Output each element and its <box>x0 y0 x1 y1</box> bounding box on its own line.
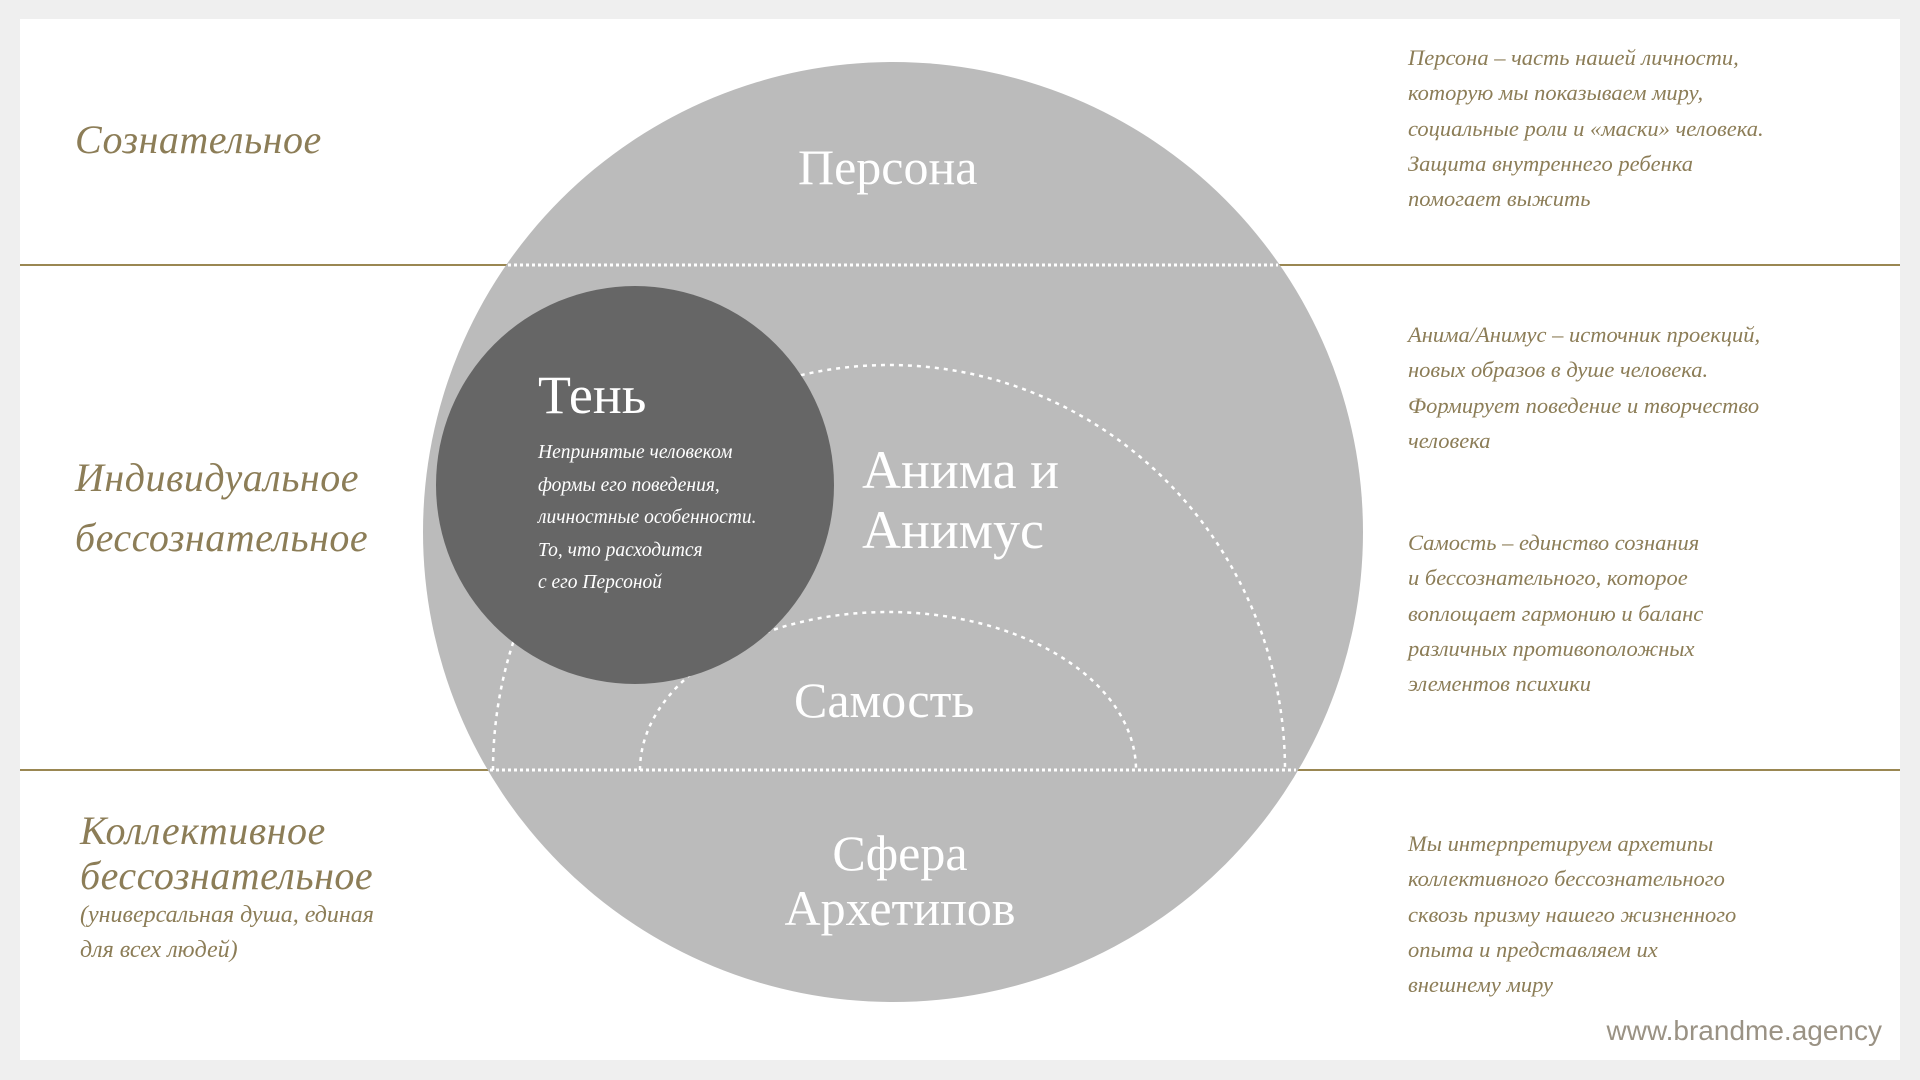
anima-description: Анима/Анимус – источник проекций, новых … <box>1408 317 1888 458</box>
shadow-title: Тень <box>538 365 647 425</box>
description-line: которую мы показываем миру, <box>1408 80 1704 106</box>
description-line: человека <box>1408 427 1491 453</box>
archetypes-label: Сфера Архетипов <box>775 826 1025 936</box>
level-collective-line-2: бессознательное <box>80 853 374 898</box>
description-line: Мы интерпретируем архетипы <box>1408 831 1714 856</box>
shadow-text-line: личностные особенности. <box>538 507 757 528</box>
level-individual-line-2: бессознательное <box>75 515 369 560</box>
archetypes-line-1: Сфера <box>832 825 968 881</box>
level-collective-label: Коллективное бессознательное (универсаль… <box>80 808 374 968</box>
description-line: Самость – единство сознания <box>1408 530 1700 555</box>
persona-label: Персона <box>798 139 978 195</box>
description-line: различных противоположных <box>1408 635 1695 661</box>
shadow-text-line: То, что расходится <box>538 539 703 561</box>
description-line: внешнему миру <box>1408 972 1554 998</box>
description-line: Персона – часть нашей личности, <box>1408 45 1739 70</box>
level-collective-subtitle-2: для всех людей) <box>80 937 238 963</box>
archetypes-description: Мы интерпретируем архетипы коллективного… <box>1408 826 1888 1002</box>
description-line: сквозь призму нашего жизненного <box>1408 901 1737 927</box>
level-individual-line-1: Индивидуальное <box>75 455 360 500</box>
description-line: социальные роли и «маски» человека. <box>1408 115 1764 141</box>
shadow-description: Непринятые человеком формы его поведения… <box>538 437 756 600</box>
description-line: Формирует поведение и творчество <box>1408 392 1760 418</box>
website-link[interactable]: www.brandme.agency <box>1606 1015 1882 1046</box>
shadow-text-line: формы его поведения, <box>538 474 720 496</box>
anima-line-1: Анима и <box>862 440 1059 500</box>
self-label: Самость <box>794 672 975 728</box>
description-line: и бессознательного, которое <box>1408 565 1688 591</box>
description-line: новых образов в душе человека. <box>1408 357 1709 383</box>
anima-animus-label: Анима и Анимус <box>862 440 1059 560</box>
archetypes-line-2: Архетипов <box>784 880 1016 936</box>
description-line: Защита внутреннего ребенка <box>1408 150 1694 176</box>
level-conscious-label: Сознательное <box>75 110 322 170</box>
description-line: коллективного бессознательного <box>1408 866 1725 892</box>
level-conscious-text: Сознательное <box>75 117 322 162</box>
persona-description: Персона – часть нашей личности, которую … <box>1408 40 1888 216</box>
level-individual-label: Индивидуальное бессознательное <box>75 448 368 568</box>
description-line: воплощает гармонию и баланс <box>1408 600 1704 626</box>
anima-line-2: Анимус <box>862 500 1044 560</box>
shadow-text-line: Непринятые человеком <box>538 442 733 463</box>
description-line: опыта и представляем их <box>1408 936 1658 962</box>
shadow-text-line: с его Персоной <box>538 572 662 593</box>
description-line: помогает выжить <box>1408 186 1591 212</box>
self-description: Самость – единство сознания и бессознате… <box>1408 525 1888 701</box>
shadow-circle <box>436 286 834 684</box>
level-collective-line-1: Коллективное <box>80 808 326 853</box>
description-line: элементов психики <box>1408 671 1592 697</box>
description-line: Анима/Анимус – источник проекций, <box>1408 322 1761 347</box>
level-collective-subtitle-1: (универсальная душа, единая <box>80 902 374 928</box>
self-dotted-arc <box>638 610 1138 771</box>
